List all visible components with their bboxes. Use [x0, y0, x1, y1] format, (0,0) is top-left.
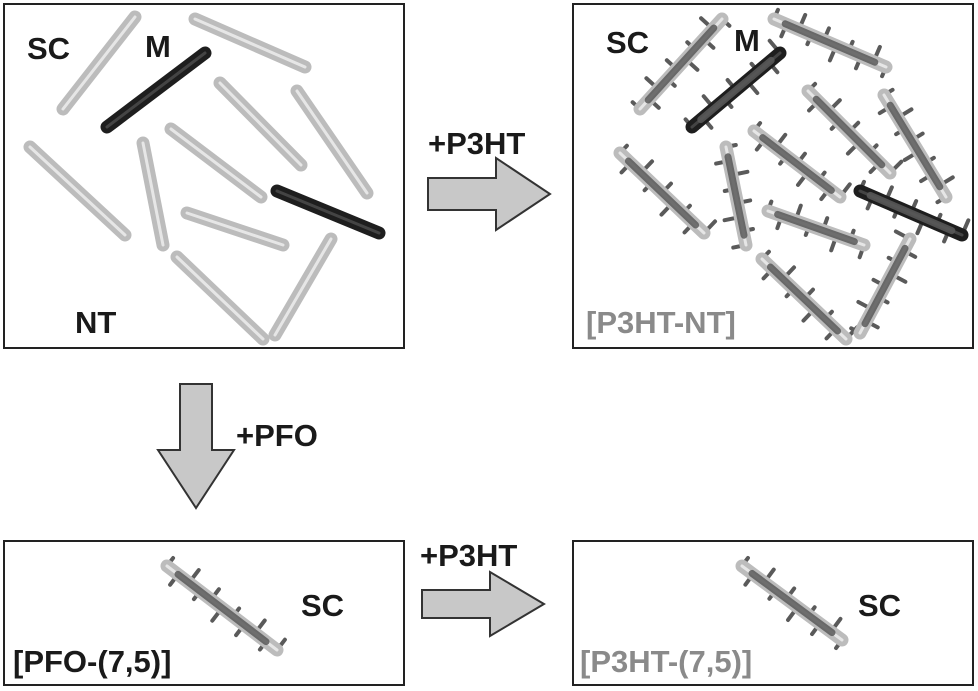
nanotube-mixture-drawing	[23, 10, 386, 346]
semiconducting-nanotube	[180, 206, 290, 252]
semiconducting-nanotube	[849, 229, 918, 340]
label-p3ht-nt: [P3HT-NT]	[586, 305, 736, 340]
semiconducting-nanotube	[801, 81, 904, 180]
semiconducting-nanotube	[56, 10, 142, 116]
semiconducting-nanotube	[290, 84, 374, 200]
label-sc: SC	[606, 25, 650, 60]
label-nt: NT	[75, 305, 117, 340]
semiconducting-nanotube	[170, 250, 270, 346]
arrow-label-p3ht-bottom: +P3HT	[420, 538, 518, 573]
label-sc: SC	[858, 588, 902, 623]
label-sc: SC	[27, 31, 71, 66]
metallic-nanotube	[683, 38, 787, 134]
panel-pfo-75: SC [PFO-(7,5)]	[3, 540, 405, 686]
semiconducting-nanotube	[164, 122, 268, 204]
label-sc: SC	[301, 588, 345, 623]
semiconducting-nanotube	[188, 12, 312, 74]
semiconducting-nanotube	[160, 556, 287, 657]
metallic-nanotube	[100, 46, 212, 134]
label-p3ht-75: [P3HT-(7,5)]	[580, 644, 753, 679]
semiconducting-nanotube	[630, 12, 732, 116]
semiconducting-nanotube	[767, 7, 893, 79]
semiconducting-nanotube	[877, 87, 955, 205]
pfo-wrapped-nanotube-drawing	[160, 556, 287, 657]
arrow-right-icon	[421, 570, 546, 638]
panel-p3ht-nt: SC M [P3HT-NT]	[572, 3, 974, 349]
semiconducting-nanotube	[136, 136, 170, 252]
metallic-nanotube	[270, 184, 386, 240]
semiconducting-nanotube	[747, 121, 852, 204]
label-m: M	[145, 29, 171, 64]
arrow-label-p3ht-top: +P3HT	[428, 126, 526, 161]
semiconducting-nanotube	[613, 143, 718, 240]
semiconducting-nanotube	[755, 249, 860, 346]
arrow-right-icon	[427, 156, 552, 232]
label-pfo-75: [PFO-(7,5)]	[13, 644, 172, 679]
semiconducting-nanotube	[23, 140, 132, 242]
arrow-down-icon	[156, 383, 236, 510]
label-m: M	[734, 23, 760, 58]
arrow-label-pfo: +PFO	[236, 418, 318, 453]
semiconducting-nanotube	[714, 140, 755, 252]
metallic-nanotube	[853, 179, 971, 244]
panel-nanotube-mixture: SC M NT	[3, 3, 405, 349]
semiconducting-nanotube	[761, 199, 871, 260]
semiconducting-nanotube	[735, 555, 849, 651]
panel-p3ht-75: SC [P3HT-(7,5)]	[572, 540, 974, 686]
p3ht-wrapped-nanotubes-drawing	[613, 7, 971, 346]
p3ht-wrapped-single-nanotube-drawing	[735, 555, 849, 651]
semiconducting-nanotube	[268, 232, 338, 342]
semiconducting-nanotube	[213, 76, 308, 172]
